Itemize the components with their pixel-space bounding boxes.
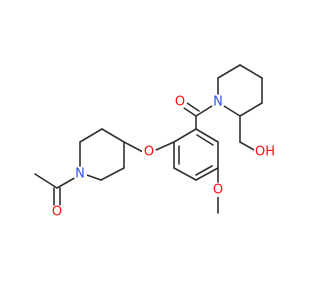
bond-ar-5-6 bbox=[173, 167, 197, 181]
o-carbonyl-left-label: O bbox=[52, 205, 62, 220]
o-carbonyl-left: O bbox=[50, 205, 64, 220]
bond-rpip-c2-c3 bbox=[239, 102, 263, 117]
bond-lpip-c2-c3 bbox=[100, 167, 125, 181]
bond-carbonyl-o-a bbox=[183, 107, 197, 117]
molecule-diagram: O N O O N OH O bbox=[34, 64, 276, 220]
o-methoxy: O bbox=[211, 183, 225, 198]
bond-ar-inner-a bbox=[196, 134, 214, 146]
bond-lpip-c5-c6 bbox=[79, 128, 103, 143]
bond-carbonyl-o-b bbox=[186, 102, 200, 112]
o-carbonyl-top: O bbox=[173, 95, 187, 110]
o-ether: O bbox=[142, 145, 156, 160]
bond-ar-2-3 bbox=[195, 128, 219, 143]
bond-rpip-n-c2 bbox=[223, 105, 241, 117]
n-piperidine-left: N bbox=[73, 167, 87, 182]
bond-c4-o-ether bbox=[123, 141, 144, 153]
o-ether-label: O bbox=[144, 145, 154, 160]
o-carbonyl-top-label: O bbox=[175, 95, 185, 110]
n-piperidine-right-label: N bbox=[213, 95, 223, 110]
bond-rpip-c4-c5 bbox=[239, 64, 263, 79]
bond-lpip-c4-c5 bbox=[101, 128, 125, 143]
bonds bbox=[34, 64, 263, 214]
bond-ar-inner-b bbox=[195, 165, 213, 176]
oh-group: OH bbox=[254, 145, 275, 160]
n-piperidine-right: N bbox=[211, 95, 225, 110]
oh-group-label: OH bbox=[255, 145, 275, 160]
bond-ar-4-5 bbox=[195, 167, 219, 181]
bond-rpip-c5-c6 bbox=[217, 64, 241, 79]
bond-carbonyl-n bbox=[195, 105, 213, 117]
bond-ar-1-2 bbox=[173, 128, 197, 143]
atom-labels: O N O O N OH O bbox=[50, 95, 275, 220]
bond-acetyl-methyl bbox=[34, 173, 58, 189]
o-methoxy-label: O bbox=[213, 183, 223, 198]
n-piperidine-left-label: N bbox=[75, 167, 85, 182]
bond-ch2-oh bbox=[239, 141, 257, 152]
structure-svg: O N O O N OH O bbox=[34, 64, 275, 220]
bond-o-ether-aryl bbox=[155, 141, 175, 151]
